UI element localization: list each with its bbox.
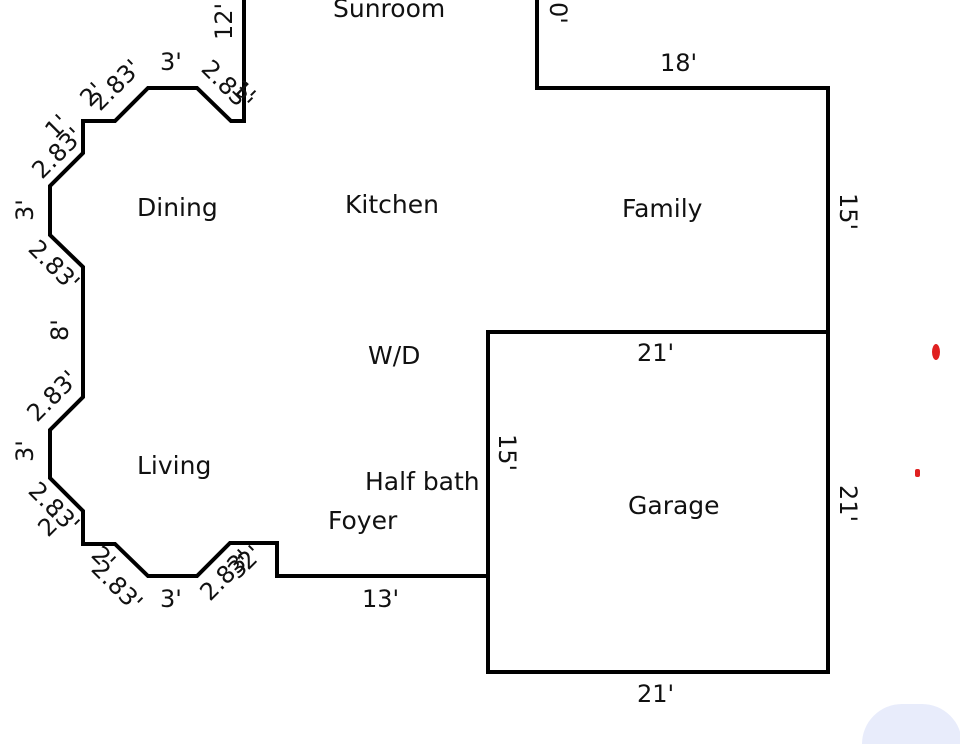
- dim-west-wall: 8': [46, 319, 74, 341]
- house-outline-wall: [48, 0, 490, 578]
- room-label-family: Family: [622, 194, 703, 223]
- room-label-kitchen: Kitchen: [345, 190, 439, 219]
- dim-garage-bottom: 21': [637, 680, 674, 708]
- garage-outline-wall: [486, 330, 830, 674]
- dim-dining-bay-top: 3': [160, 48, 182, 76]
- room-label-wd: W/D: [368, 341, 420, 370]
- room-label-half-bath: Half bath: [365, 467, 480, 496]
- dim-living-bay-bottom: 3': [160, 585, 182, 613]
- dim-living-bay-bottom-left-diag: 2.83': [86, 554, 148, 616]
- dim-living-bay-left: 3': [11, 440, 39, 462]
- dim-dining-bay-left: 3': [11, 199, 39, 221]
- room-label-dining: Dining: [137, 193, 218, 222]
- dim-garage-left: 15': [493, 434, 521, 471]
- room-label-foyer: Foyer: [328, 506, 398, 535]
- room-label-sunroom: Sunroom: [333, 0, 445, 23]
- dim-sunroom-right: 0': [544, 2, 572, 24]
- dim-foyer-bottom: 13': [362, 585, 399, 613]
- room-label-living: Living: [137, 451, 211, 480]
- red-mark-lower: [915, 469, 920, 477]
- floor-plan: Sunroom Dining Kitchen Family W/D Living…: [11, 0, 940, 708]
- dim-garage-right: 21': [834, 485, 862, 522]
- dim-sunroom-left: 12': [210, 3, 238, 40]
- family-outline-wall: [535, 0, 830, 334]
- room-label-garage: Garage: [628, 491, 720, 520]
- dim-dining-bay-left-lower-diag: 2.83': [23, 234, 85, 296]
- dim-garage-top: 21': [637, 339, 674, 367]
- dim-living-bay-left-upper-diag: 2.83': [21, 365, 83, 427]
- red-mark-upper: [932, 344, 940, 360]
- dim-family-top: 18': [660, 49, 697, 77]
- dim-family-right: 15': [834, 193, 862, 230]
